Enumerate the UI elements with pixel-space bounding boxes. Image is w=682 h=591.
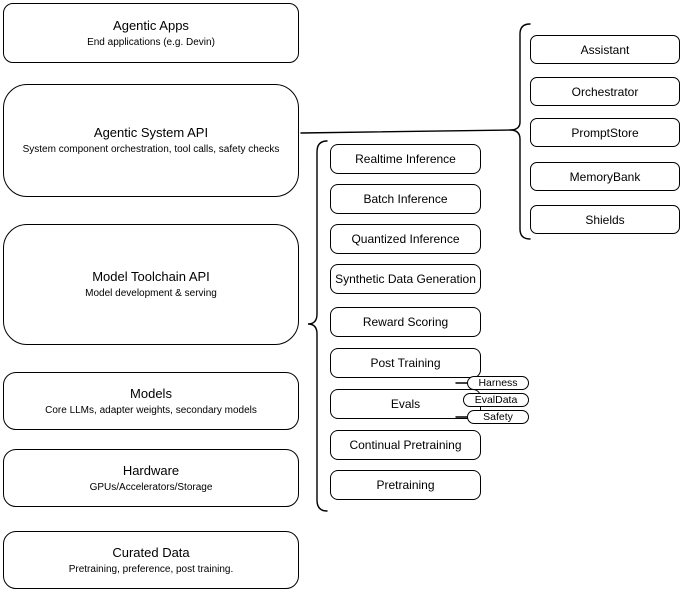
box-agentic-apps: Agentic Apps End applications (e.g. Devi…	[3, 3, 299, 63]
box-label: Quantized Inference	[351, 232, 460, 246]
service-quantized-inference: Quantized Inference	[330, 224, 481, 254]
box-title: Agentic Apps	[113, 17, 189, 33]
box-subtitle: Pretraining, preference, post training.	[68, 563, 234, 575]
system-components-brace	[509, 23, 531, 240]
box-curated-data: Curated Data Pretraining, preference, po…	[3, 531, 299, 589]
service-reward-scoring: Reward Scoring	[330, 307, 481, 337]
box-label: Shields	[585, 212, 625, 227]
box-label: MemoryBank	[569, 169, 641, 184]
toolchain-services-brace	[307, 140, 328, 512]
service-continual-pretraining: Continual Pretraining	[330, 430, 481, 460]
box-label: Assistant	[580, 42, 630, 57]
box-label: Realtime Inference	[355, 152, 456, 166]
box-model-toolchain-api: Model Toolchain API Model development & …	[3, 224, 299, 345]
service-realtime-inference: Realtime Inference	[330, 144, 481, 174]
pill-label: EvalData	[474, 394, 518, 406]
service-synthetic-data-generation: Synthetic Data Generation	[330, 264, 481, 294]
box-subtitle: Core LLMs, adapter weights, secondary mo…	[45, 404, 257, 416]
box-label: Evals	[390, 397, 421, 411]
box-label: PromptStore	[571, 125, 639, 140]
box-label: Pretraining	[376, 478, 435, 492]
service-evals: Evals	[330, 389, 481, 419]
box-label: Synthetic Data Generation	[335, 272, 476, 286]
box-subtitle: End applications (e.g. Devin)	[87, 36, 215, 48]
component-shields: Shields	[530, 205, 680, 234]
box-title: Agentic System API	[93, 125, 209, 140]
box-title: Hardware	[122, 462, 180, 478]
service-batch-inference: Batch Inference	[330, 184, 481, 214]
eval-tag-safety: Safety	[467, 410, 529, 424]
box-label: Batch Inference	[363, 192, 448, 206]
pill-label: Harness	[478, 377, 518, 389]
box-title: Curated Data	[112, 544, 190, 560]
component-orchestrator: Orchestrator	[530, 77, 680, 106]
box-label: Orchestrator	[571, 84, 639, 99]
system-api-to-components-connector	[300, 129, 511, 134]
component-memorybank: MemoryBank	[530, 162, 680, 191]
box-label: Reward Scoring	[362, 315, 449, 329]
eval-tag-harness: Harness	[467, 376, 529, 390]
box-title: Models	[130, 385, 172, 401]
box-title: Model Toolchain API	[92, 269, 210, 284]
component-assistant: Assistant	[530, 35, 680, 64]
box-subtitle: Model development & serving	[85, 288, 217, 299]
component-promptstore: PromptStore	[530, 118, 680, 147]
box-subtitle: GPUs/Accelerators/Storage	[89, 481, 213, 493]
box-models: Models Core LLMs, adapter weights, secon…	[3, 372, 299, 430]
service-post-training: Post Training	[330, 348, 481, 378]
pill-label: Safety	[483, 411, 513, 423]
box-label: Post Training	[370, 356, 441, 370]
box-subtitle: System component orchestration, tool cal…	[22, 144, 280, 155]
eval-tag-evaldata: EvalData	[463, 393, 529, 407]
box-hardware: Hardware GPUs/Accelerators/Storage	[3, 449, 299, 507]
service-pretraining: Pretraining	[330, 470, 481, 500]
box-label: Continual Pretraining	[349, 438, 462, 452]
box-agentic-system-api: Agentic System API System component orch…	[3, 84, 299, 197]
